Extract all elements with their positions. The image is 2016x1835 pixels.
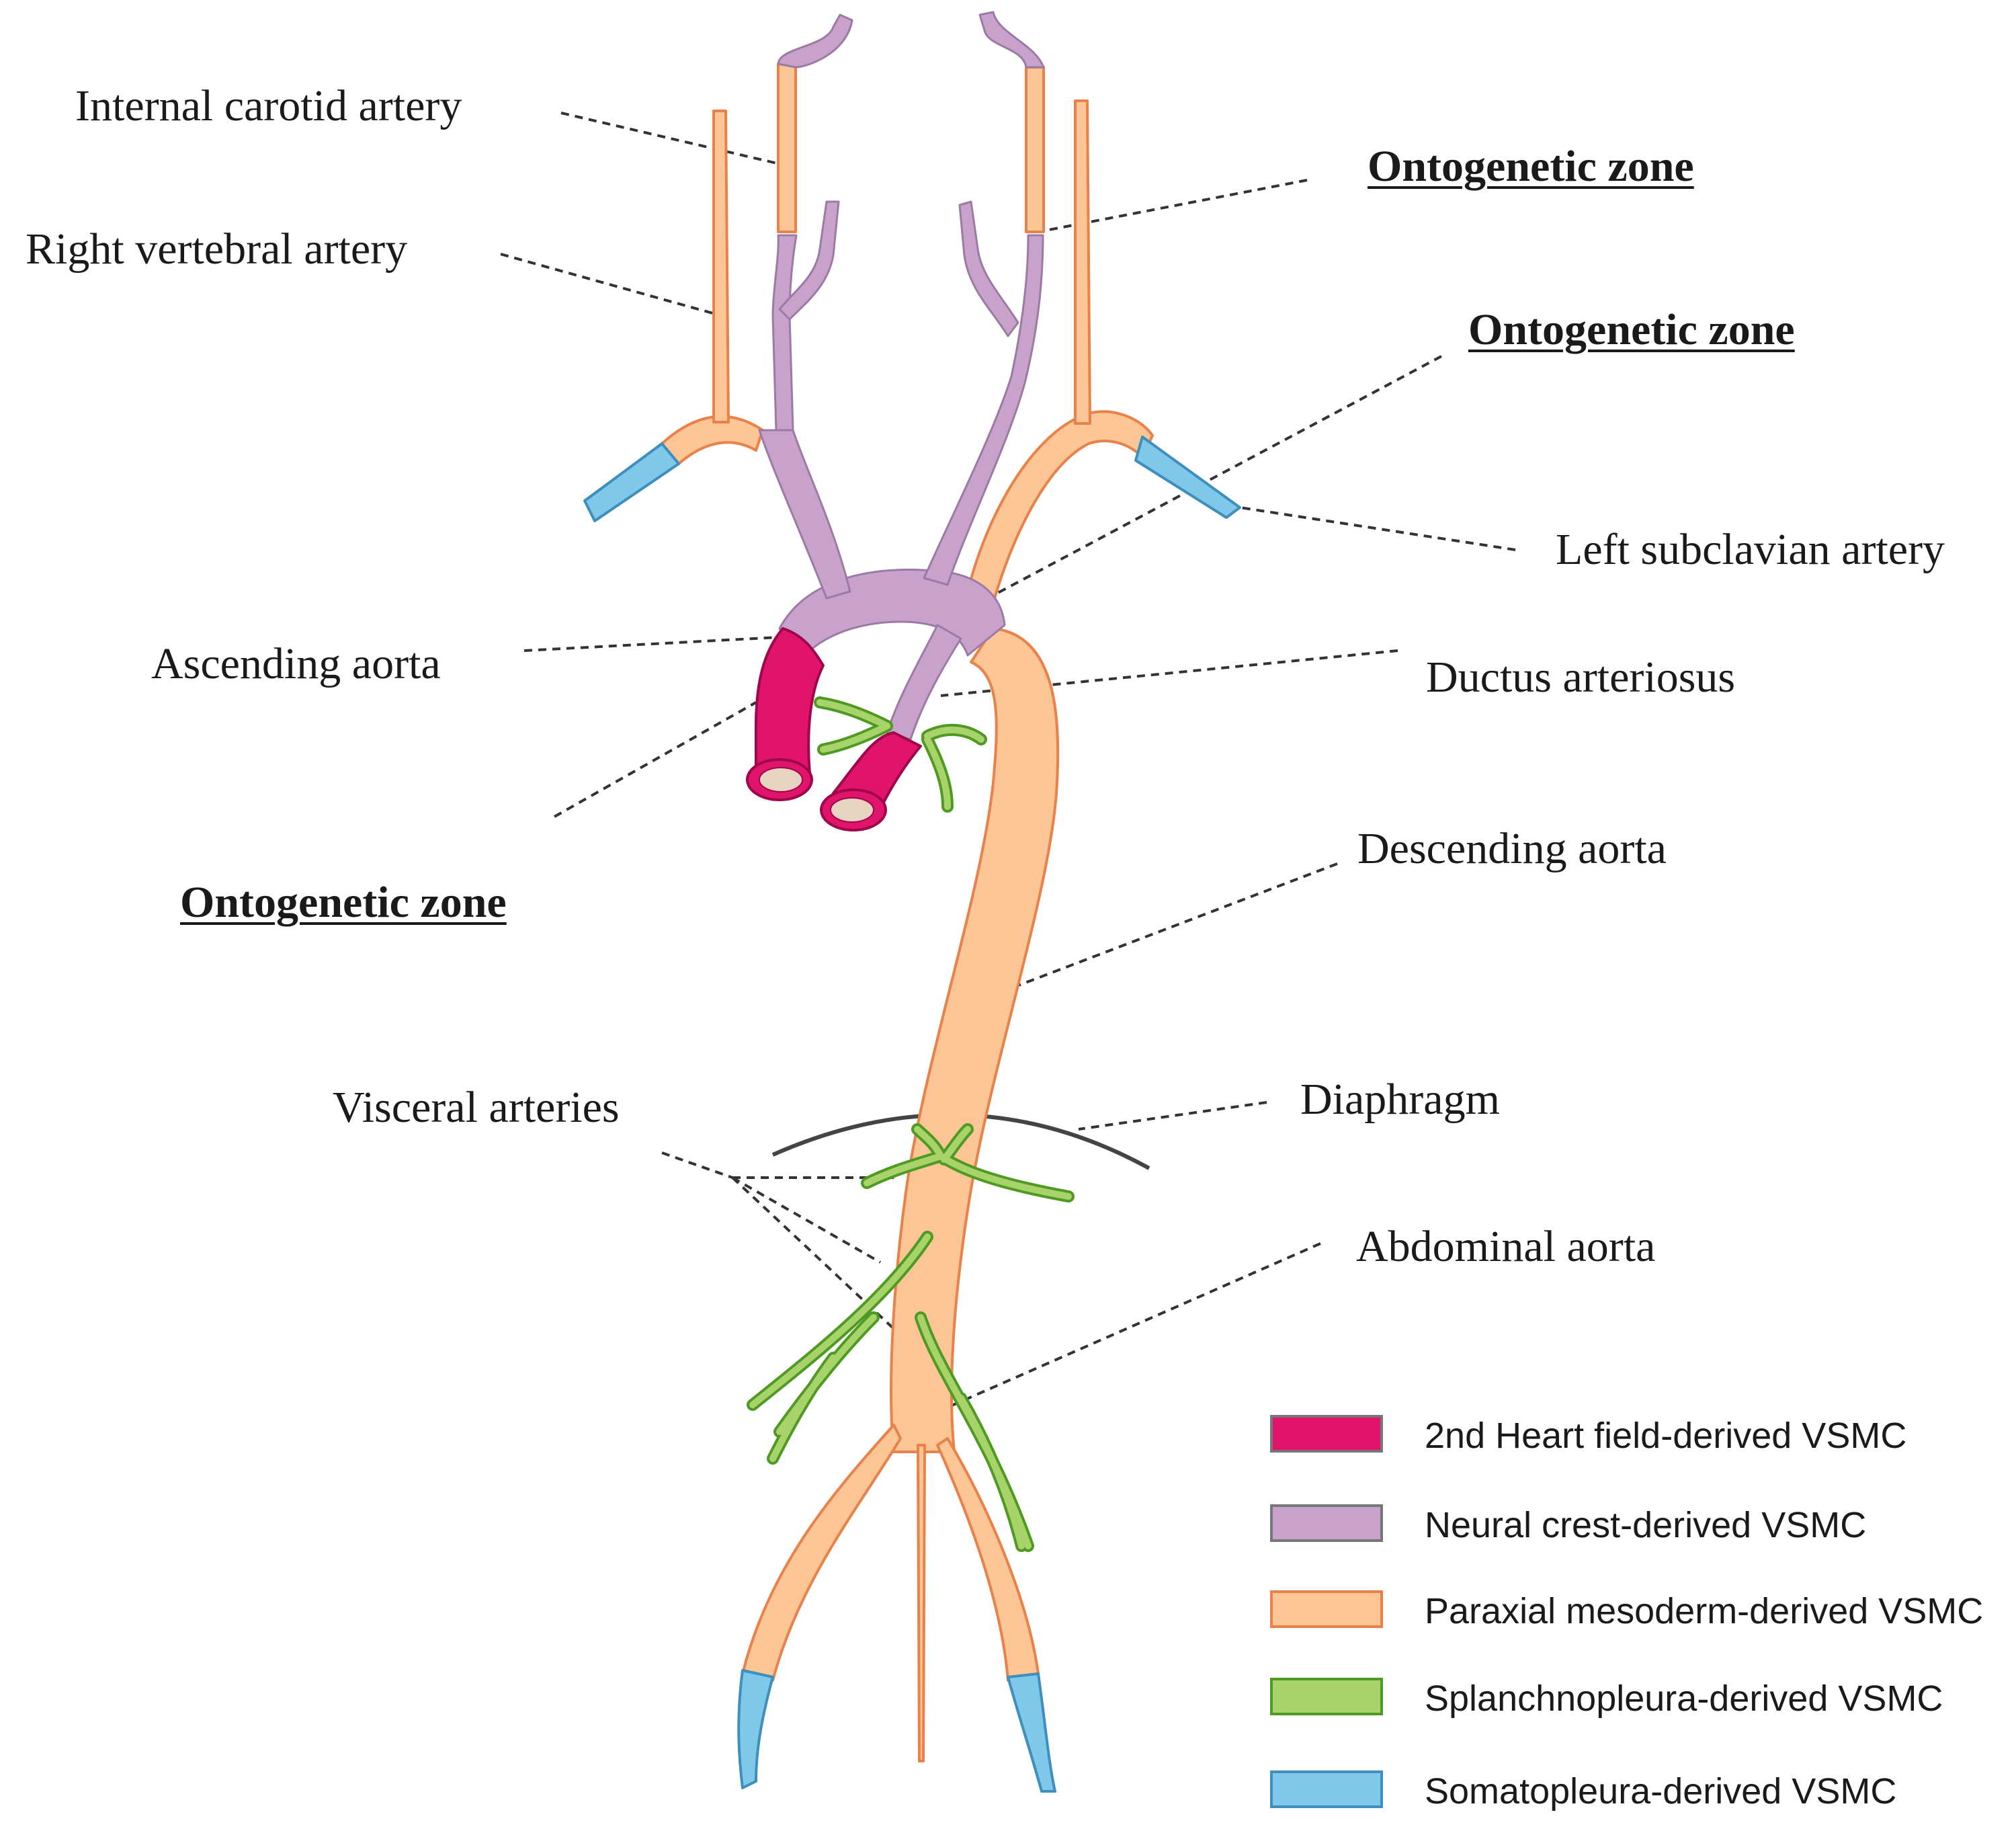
leader-ascending-aorta [523,636,780,652]
leader-left-subclavian [1239,506,1516,551]
label-diaphragm: Diaphragm [1300,1075,1500,1124]
leader-right-vertebral [500,253,723,317]
leader-abdominal-aorta [910,1242,1321,1425]
median-sacral-shape [917,1444,926,1762]
legend-item-neural-crest: Neural crest-derived VSMC [1270,1504,2009,1545]
left-external-carotid-shape [958,200,1019,337]
label-right-vertebral: Right vertebral artery [26,225,408,274]
right-external-carotid-shape [778,200,840,321]
label-abdominal-aorta: Abdominal aorta [1356,1222,1656,1271]
leader-visceral-3 [731,1176,915,1349]
legend-swatch [1270,1504,1383,1542]
label-ascending-aorta: Ascending aorta [151,639,441,688]
legend-item-somatopleura: Somatopleura-derived VSMC [1270,1770,2009,1811]
right-carotid-top [777,13,853,69]
neural-crest-vessels [758,11,1045,741]
label-left-subclavian: Left subclavian artery [1556,525,1945,574]
leader-internal-carotid [560,112,784,166]
leader-ontogenetic-zone-3 [554,701,757,818]
label-ontogenetic-zone-2: Ontogenetic zone [1468,305,1795,354]
right-common-carotid-shape [771,234,798,432]
right-iliac-blue [1007,1672,1056,1793]
leader-visceral-hub [661,1151,733,1179]
splanchnopleura-fill [749,699,1072,1549]
legend-label: 2nd Heart field-derived VSMC [1425,1416,1907,1456]
left-vertebral-orange [1074,99,1091,425]
brachiocephalic-shape [758,429,851,600]
legend-label: Paraxial mesoderm-derived VSMC [1425,1591,1984,1631]
label-visceral-arteries: Visceral arteries [333,1083,620,1132]
right-vertebral-orange [712,110,730,423]
left-common-carotid-shape [923,234,1044,586]
aortic-root-lumen [759,767,803,792]
legend-label: Neural crest-derived VSMC [1425,1505,1867,1545]
label-ontogenetic-zone-1: Ontogenetic zone [1368,142,1694,191]
leader-diaphragm [1078,1101,1267,1131]
left-subclavian-blue [1134,436,1241,519]
somatopleura-vessels [583,436,1241,1793]
left-carotid-top [978,11,1045,69]
pulmonary-root-lumen [830,797,874,823]
leader-visceral-2 [732,1176,881,1264]
legend-item-paraxial: Paraxial mesoderm-derived VSMC [1270,1590,2009,1631]
heart-field-vessels [746,627,922,831]
ascending-aorta-shape [755,627,825,774]
left-iliac-blue [737,1669,774,1789]
legend-swatch [1270,1770,1383,1808]
ductus-lilac [886,624,962,741]
legend-swatch [1270,1678,1383,1715]
legend-item-heart-field: 2nd Heart field-derived VSMC [1270,1415,2009,1455]
legend-swatch [1270,1415,1383,1453]
label-internal-carotid: Internal carotid artery [75,81,462,130]
legend-item-splanchnopleura: Splanchnopleura-derived VSMC [1270,1678,2009,1718]
legend-label: Splanchnopleura-derived VSMC [1425,1678,1943,1719]
left-carotid-orange [1025,66,1045,233]
right-subclavian-blue [583,442,680,522]
label-ductus-arteriosus: Ductus arteriosus [1426,653,1736,702]
right-subclavian-orange [661,415,764,465]
left-subclavian-orange [966,410,1154,600]
left-iliac-shape [741,1424,902,1682]
legend-label: Somatopleura-derived VSMC [1425,1771,1897,1811]
label-descending-aorta: Descending aorta [1357,824,1667,873]
leader-descending-aorta [1011,862,1338,989]
right-iliac-shape [936,1437,1040,1682]
leader-ontogenetic-zone-2 [987,355,1442,600]
legend-swatch [1270,1590,1383,1628]
label-ontogenetic-zone-3: Ontogenetic zone [180,878,507,927]
right-carotid-orange [777,63,797,233]
paraxial-vessels [661,63,1154,1762]
